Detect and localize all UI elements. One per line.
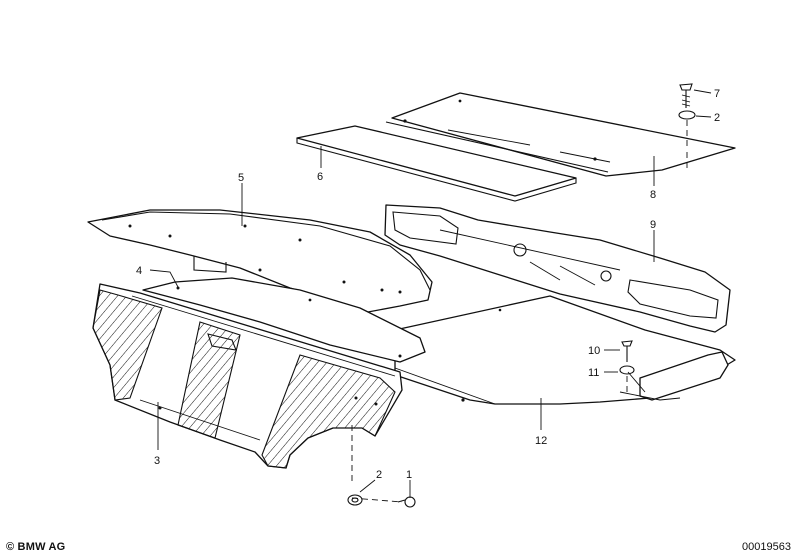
callout-12: 12 xyxy=(535,435,547,447)
fasteners-lower xyxy=(347,425,416,508)
document-number: 00019563 xyxy=(742,541,791,553)
leader-lines xyxy=(149,89,712,498)
part-9-trim-bar xyxy=(384,204,731,333)
callout-labels: 1 2 2 3 4 5 6 7 8 9 10 11 12 xyxy=(136,88,720,481)
callout-9: 9 xyxy=(650,219,656,231)
part-12-floor-panel xyxy=(394,295,736,405)
callout-1: 1 xyxy=(406,469,412,481)
part-4-board xyxy=(142,277,426,363)
part-6-board xyxy=(296,125,577,202)
part-8-shelf-panel xyxy=(385,92,736,177)
part-3-partition-panel xyxy=(92,283,403,469)
callout-4: 4 xyxy=(136,265,142,277)
callout-10: 10 xyxy=(588,345,600,357)
callout-5: 5 xyxy=(238,172,244,184)
part-5-curved-shelf xyxy=(87,209,433,313)
callout-6: 6 xyxy=(317,171,323,183)
fasteners-right xyxy=(619,340,635,395)
callout-8: 8 xyxy=(650,189,656,201)
callout-11: 11 xyxy=(588,367,599,379)
copyright-text: © BMW AG xyxy=(6,541,66,553)
callout-7: 7 xyxy=(714,88,720,100)
callout-3: 3 xyxy=(154,455,160,467)
callout-2-upper: 2 xyxy=(714,112,720,124)
fasteners-upper xyxy=(678,83,696,168)
callout-2-lower: 2 xyxy=(376,469,382,481)
